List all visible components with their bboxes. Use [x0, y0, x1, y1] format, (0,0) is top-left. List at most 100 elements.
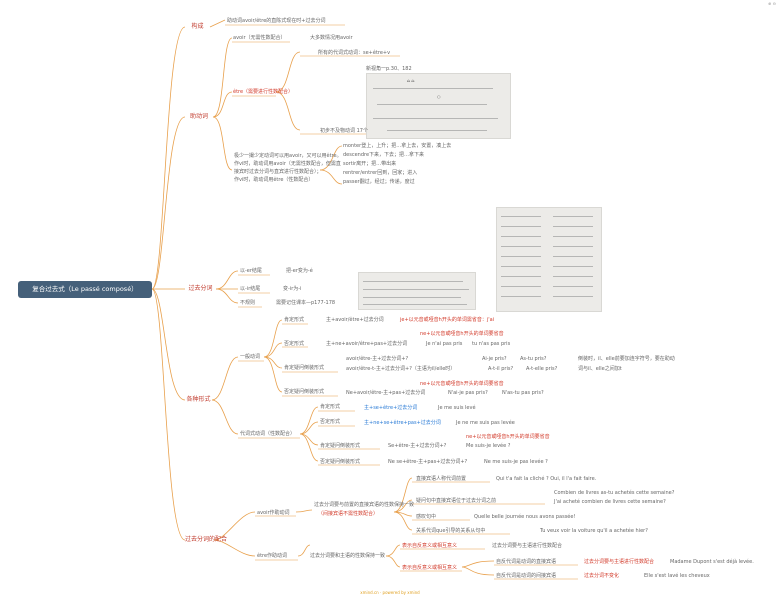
- aux-verb-1[interactable]: monter登上，上升；把…拿上去，安置，凑上去: [343, 143, 452, 149]
- forms-p-qa-note[interactable]: ne+以元音或哑音h开头的单词要省音: [466, 434, 550, 440]
- forms-p-neg-rule[interactable]: 主+ne+se+être+pas+过去分词: [364, 420, 441, 426]
- aux-verb-5[interactable]: passer翻过，经过；传递，度过: [343, 179, 415, 185]
- forms-q-neg-ex1[interactable]: N'ai-je pas pris?: [448, 390, 488, 396]
- forms-q-neg-note[interactable]: ne+以元音或哑音h开头的单词要省音: [420, 381, 504, 387]
- agr-reflexive-1-note-text: 过去分词要与主语进行性数配合: [492, 543, 563, 549]
- branch-auxiliary[interactable]: 助动词: [189, 113, 208, 120]
- agr-avoir[interactable]: avoir作助动词: [257, 510, 290, 516]
- agr-reflexive-indirect[interactable]: 自反代词是动词的间接宾语: [496, 573, 556, 579]
- forms-q-ex3[interactable]: A-t-il pris?: [488, 366, 514, 372]
- composition-rule[interactable]: 助动词avoir/être的直陈式现在时+过去分词: [227, 18, 326, 24]
- footer-watermark: xmind.cn · powered by xmind: [360, 590, 420, 595]
- agr-case4-ex[interactable]: Tu veux voir la voiture qu'il a achetée …: [540, 528, 648, 534]
- aux-avoir-note[interactable]: 大多数情况用avoir: [310, 35, 353, 41]
- aux-verb-4[interactable]: rentrer/entrer回到，回家；进入: [343, 170, 418, 176]
- forms-p-qa-rule[interactable]: Se+être-主+过去分词+?: [388, 443, 447, 449]
- forms-p-qa[interactable]: 肯定疑问倒装形式: [320, 443, 361, 449]
- forms-p-qn[interactable]: 否定疑问倒装形式: [320, 459, 361, 465]
- agr-case2[interactable]: 疑问句中直接宾语位于过去分词之前: [416, 498, 497, 504]
- forms-pronominal-text: 代词式动词（性数配合）: [240, 431, 296, 437]
- participle-table-image-2: [496, 207, 602, 312]
- forms-general[interactable]: 一般动词: [240, 354, 261, 360]
- agr-case2-ex2[interactable]: J'ai acheté combien de livres cette sema…: [554, 499, 666, 505]
- zoom-controls-icon[interactable]: ⊕ ⊖: [768, 1, 776, 6]
- aux-note-line4[interactable]: 作vi时，助动词用être（性数配合）: [234, 177, 314, 183]
- pp-irregular-rule[interactable]: 需要记住课本—p177-178: [276, 300, 336, 306]
- agr-reflexive-indirect-ex[interactable]: Elle s'est lavé les cheveux: [644, 573, 710, 579]
- aux-verb-3[interactable]: sortir离开；把…带出来: [343, 161, 397, 167]
- aux-eighteen[interactable]: 初步不及物动词 17个: [320, 128, 368, 134]
- agr-reflexive-indirect-text: 自反代词是动词的间接宾语: [496, 573, 557, 579]
- aux-etre[interactable]: être（需要进行性数配合）: [233, 89, 294, 95]
- agr-case2-ex1[interactable]: Combien de livres as-tu achetés cette se…: [554, 490, 675, 496]
- agr-reflexive-direct[interactable]: 自反代词是动词的直接宾语: [496, 559, 556, 565]
- forms-p-aff[interactable]: 肯定形式: [320, 404, 341, 410]
- forms-p-neg-ex[interactable]: Je ne me suis pas levée: [456, 420, 515, 426]
- agr-reflexive-1[interactable]: 表示自反意义或相互意义: [402, 543, 458, 549]
- forms-p-qn-ex[interactable]: Ne me suis-je pas levée ?: [484, 459, 548, 465]
- forms-aff-note[interactable]: je+以元音或哑音h开头的单词需省音：j'ai: [400, 317, 495, 323]
- forms-q-rule2-text: avoir/être-t-主+过去分词+?（主语为il/elle时）: [346, 366, 456, 372]
- root-topic[interactable]: 复合过去式（Le passé composé）: [18, 281, 152, 298]
- agr-case1-ex[interactable]: Qui t'a fait la cliché ? Oui, il l'a fai…: [496, 476, 597, 482]
- agr-case1[interactable]: 直接宾语人称代词前置: [416, 476, 467, 482]
- agr-reflexive-direct-note[interactable]: 过去分词要与主语进行性数配合: [584, 559, 655, 565]
- forms-p-neg[interactable]: 否定形式: [320, 419, 341, 425]
- forms-neg-rule[interactable]: 主+ne+avoir/être+pas+过去分词: [326, 341, 408, 347]
- forms-pronominal[interactable]: 代词式动词（性数配合）: [240, 431, 295, 437]
- agr-case3-ex[interactable]: Quelle belle journée nous avons passée!: [474, 514, 576, 520]
- forms-q-side1[interactable]: 倒装时，il、elle前要加连字符号，要在助动: [578, 356, 675, 362]
- forms-aff-rule[interactable]: 主+avoir/être+过去分词: [326, 317, 384, 323]
- agr-avoir-rule1[interactable]: 过去分词要与前置的直接宾语的性数保持一致: [314, 502, 415, 508]
- forms-q-neg[interactable]: 否定疑问倒装形式: [284, 389, 325, 395]
- forms-q-rule1[interactable]: avoir/être-主+过去分词+?: [346, 356, 409, 362]
- branch-agreement[interactable]: 过去分词的配合: [185, 536, 228, 543]
- participle-table-image-1: [358, 272, 476, 310]
- pp-ir-rule[interactable]: 变-ir为-i: [283, 286, 302, 292]
- agr-case3[interactable]: 感叹句中: [416, 514, 437, 520]
- agr-etre-rule[interactable]: 过去分词要和主语的性数保持一致: [310, 553, 386, 559]
- forms-affirmative[interactable]: 肯定形式: [284, 317, 305, 323]
- forms-p-qa-ex[interactable]: Me suis-je levée ?: [466, 443, 511, 449]
- branch-forms[interactable]: 各种形式: [186, 396, 211, 403]
- forms-q-ex1[interactable]: Ai-je pris?: [482, 356, 507, 362]
- forms-p-aff-ex[interactable]: Je me suis levé: [438, 405, 476, 411]
- forms-q-ex4[interactable]: A-t-elle pris?: [526, 366, 558, 372]
- aux-note-line2[interactable]: 作vi时，助动词用avoir（无需性数配合，但需直: [234, 161, 341, 167]
- agr-reflexive-direct-text: 自反代词是动词的直接宾语: [496, 559, 557, 565]
- forms-q-ex2[interactable]: As-tu pris?: [520, 356, 547, 362]
- aux-avoir[interactable]: avoir（无需性数配合）: [233, 35, 286, 41]
- agr-reflexive-indirect-note[interactable]: 过去分词不变化: [584, 573, 620, 579]
- forms-q-neg-rule[interactable]: Ne+avoir/être-主+pas+过去分词: [346, 390, 426, 396]
- forms-p-qn-rule[interactable]: Ne se+être-主+pas+过去分词+?: [388, 459, 468, 465]
- agr-reflexive-2[interactable]: 表示自反意义或相互意义: [402, 565, 458, 571]
- agr-case4[interactable]: 关系代词que引导的关系从句中: [416, 528, 486, 534]
- forms-q-aff[interactable]: 肯定疑问倒装形式: [284, 365, 325, 371]
- agr-avoir-rule2[interactable]: （间接宾语不需性数配合）: [318, 511, 379, 517]
- agr-etre[interactable]: être作助动词: [257, 553, 288, 559]
- branch-composition[interactable]: 构成: [191, 23, 204, 30]
- aux-verb-2[interactable]: descendre下来，下去；把…拿下来: [343, 152, 425, 158]
- agr-reflexive-direct-ex[interactable]: Madame Dupont s'est déjà levée.: [670, 559, 754, 565]
- forms-q-side2[interactable]: 词与il、elle之间加t: [578, 366, 622, 372]
- aux-pronominal-text: 所有的代词式动词：se+être+v: [318, 50, 391, 56]
- agr-reflexive-1-note[interactable]: 过去分词要与主语进行性数配合: [492, 543, 562, 549]
- forms-neg-ex2[interactable]: tu n'as pas pris: [472, 341, 511, 347]
- forms-neg-ex1[interactable]: Je n'ai pas pris: [426, 341, 463, 347]
- forms-negative[interactable]: 否定形式: [284, 341, 305, 347]
- forms-q-rule2[interactable]: avoir/être-t-主+过去分词+?（主语为il/elle时）: [346, 366, 455, 372]
- aux-textbook-ref[interactable]: 新视角一p.30、182: [366, 66, 412, 72]
- forms-p-aff-rule[interactable]: 主+se+être+过去分词: [364, 405, 418, 411]
- pp-irregular-label[interactable]: 不规则: [240, 300, 256, 306]
- aux-note-line1[interactable]: 极少一撮少定动词可以用avoir，又可以用être。: [234, 153, 342, 159]
- branch-past-participle[interactable]: 过去分词: [188, 285, 213, 292]
- forms-neg-note[interactable]: ne+以元音或哑音h开头的单词要省音: [420, 331, 504, 337]
- aux-note-line3[interactable]: 接宾时过去分词与直宾进行性数配合）；: [234, 169, 322, 175]
- pp-ir-label[interactable]: 以-ir结尾: [240, 286, 261, 292]
- pp-er-label[interactable]: 以-er结尾: [240, 268, 262, 274]
- aux-pronominal[interactable]: 所有的代词式动词：se+être+v: [318, 50, 390, 56]
- pp-er-rule[interactable]: 把-er变为-é: [286, 268, 313, 274]
- forms-q-neg-ex2[interactable]: N'as-tu pas pris?: [502, 390, 544, 396]
- handwritten-notes-image: ⌂ ⌂ ○: [366, 73, 511, 139]
